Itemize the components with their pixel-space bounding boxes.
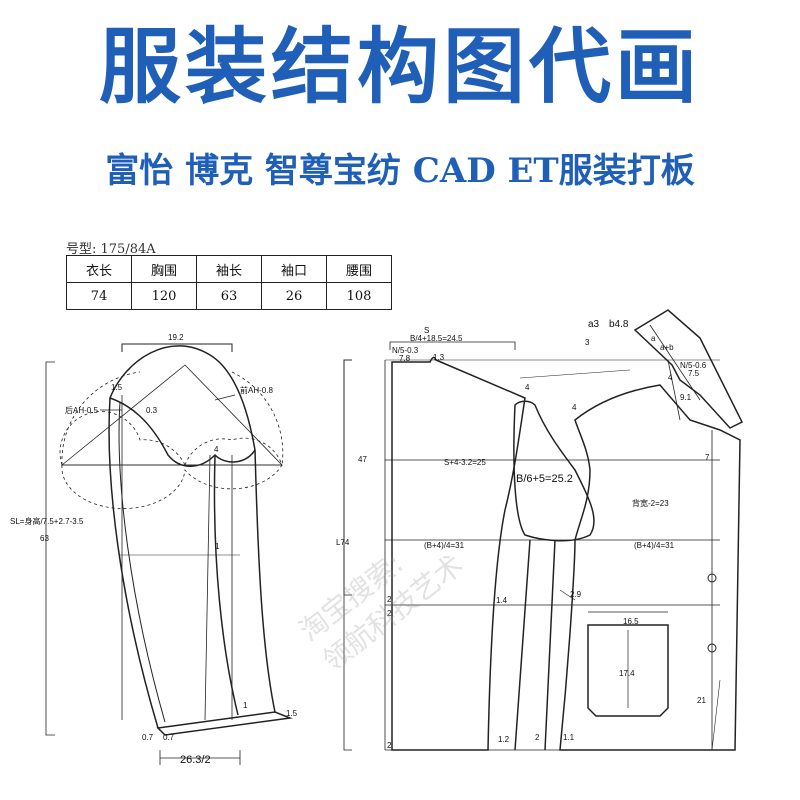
sleeve-length-dimension	[45, 361, 55, 736]
lapel-label: 9.1	[680, 393, 692, 402]
hem-mark-label: 1	[243, 701, 248, 710]
back-width-label: 背宽-2=23	[632, 498, 669, 508]
sleeve-pattern	[45, 343, 293, 765]
body-pattern	[343, 309, 744, 751]
neck-front-label: N/5-0.6	[680, 361, 707, 370]
spec-value-cell: 74	[66, 282, 132, 310]
hem-mark-label: 1.5	[286, 709, 298, 718]
neck-back-value: 7.8	[399, 354, 411, 363]
lapel-guide	[667, 359, 681, 421]
spec-value-row: 74 120 63 26 108	[66, 282, 392, 310]
sleeve-back-seam-inner	[118, 401, 166, 723]
s-label: S	[424, 326, 429, 335]
sleeve-length-value: 63	[40, 534, 49, 543]
mark-label: 7	[705, 453, 710, 462]
leader-line	[519, 369, 631, 379]
mark-label: 2	[387, 741, 392, 750]
depth-dimension	[343, 359, 352, 596]
armhole-line-label: S+4-3.2=25	[444, 458, 486, 467]
sleeve-mark-label: 1	[215, 542, 220, 551]
sleeve-front-seam	[213, 454, 239, 716]
length-dimension	[343, 359, 352, 751]
hip-front-label: (B+4)/4=31	[634, 541, 675, 550]
cuff-label: 26.3/2	[180, 754, 211, 766]
sleeve-mark-label: 4	[214, 445, 219, 454]
page-subtitle: 富怡 博克 智尊宝纺 CAD ET服装打板	[105, 151, 695, 191]
cap-offset-label: 1.5	[111, 383, 123, 392]
back-piece-outline	[391, 356, 526, 751]
spec-header-cell: 衣长	[66, 255, 132, 283]
hip-back-label: (B+4)/4=31	[424, 541, 465, 550]
sleeve-guide-arcs-lower	[61, 464, 283, 509]
pocket-height-label: 17.4	[619, 669, 635, 678]
spec-value-cell: 63	[196, 282, 262, 310]
neck-rise-label: 1.3	[433, 353, 445, 362]
spec-value-cell: 108	[326, 282, 392, 310]
lapel-label: a+b	[660, 343, 674, 352]
sleeve-top-width-label: 19.2	[168, 333, 184, 342]
mark-label: 2.9	[570, 590, 582, 599]
cap-offset-label: 0.3	[146, 406, 158, 415]
armhole-curve	[513, 400, 595, 542]
lapel-guide	[649, 324, 701, 401]
spec-header-cell: 胸围	[131, 255, 197, 283]
mark-label: 4	[525, 383, 530, 392]
page-title: 服装结构图代画	[98, 20, 701, 115]
neck-front-value: 7.5	[688, 369, 700, 378]
hem-mark-label: 0.7	[163, 733, 175, 742]
mark-label: 2	[387, 609, 392, 618]
pocket-outline	[587, 624, 669, 717]
mark-label: 1.4	[496, 596, 508, 605]
leader-line	[559, 589, 576, 601]
mark-label: 21	[697, 696, 706, 705]
sleeve-cap-outline	[109, 345, 256, 467]
mark-label: 4	[572, 403, 577, 412]
button-icon	[707, 643, 717, 653]
sleeve-top-dimension	[121, 343, 233, 352]
depth-label: 47	[358, 455, 367, 464]
sleeve-back-seam	[108, 397, 159, 729]
mark-label: 2	[387, 595, 392, 604]
sleeve-hem	[156, 711, 293, 736]
sleeve-cap-guide	[60, 364, 283, 466]
side-seam-back	[514, 539, 531, 751]
lapel-label: 4	[668, 373, 673, 382]
side-seam-front	[544, 539, 556, 751]
mark-label: 3	[585, 338, 590, 347]
hem-mark-label: 0.7	[142, 733, 154, 742]
leader-line	[711, 679, 721, 751]
sleeve-guide-vertical	[204, 454, 211, 721]
neck-back-label: N/5-0.3	[392, 346, 419, 355]
mark-label: 2	[535, 733, 540, 742]
front-piece-outline	[559, 384, 741, 751]
length-label: L74	[336, 538, 350, 547]
sleeve-front-seam-outer	[254, 449, 276, 713]
cuff-dimension	[159, 750, 241, 765]
chest-dart-label: B/6+5=25.2	[516, 473, 573, 485]
front-ah-label: 前AH-0.8	[240, 385, 273, 395]
mark-label: 1.2	[498, 735, 510, 744]
a3-label: a3	[588, 319, 600, 330]
mark-label: 1.1	[563, 733, 575, 742]
spec-value-cell: 26	[261, 282, 327, 310]
lapel-outline	[633, 309, 744, 429]
shoulder-label: B/4+18.5=24.5	[410, 334, 463, 343]
back-ah-label: 后AH-0.5	[65, 405, 98, 415]
sleeve-length-formula: SL=身高/7.5+2.7-3.5	[10, 516, 84, 526]
spec-header-row: 衣长 胸围 袖长 袖口 腰围	[66, 255, 392, 283]
spec-value-cell: 120	[131, 282, 197, 310]
spec-table: 衣长 胸围 袖长 袖口 腰围 74 120 63 26 108	[66, 255, 392, 310]
spec-header-cell: 袖长	[196, 255, 262, 283]
pocket-width-label: 16.5	[623, 617, 639, 626]
lapel-label: a	[651, 334, 656, 343]
button-icon	[707, 573, 717, 583]
leader-line	[214, 394, 236, 401]
shoulder-dimension	[389, 341, 516, 350]
size-label: 号型: 175/84A	[66, 242, 156, 257]
b48-label: b4.8	[609, 319, 629, 330]
